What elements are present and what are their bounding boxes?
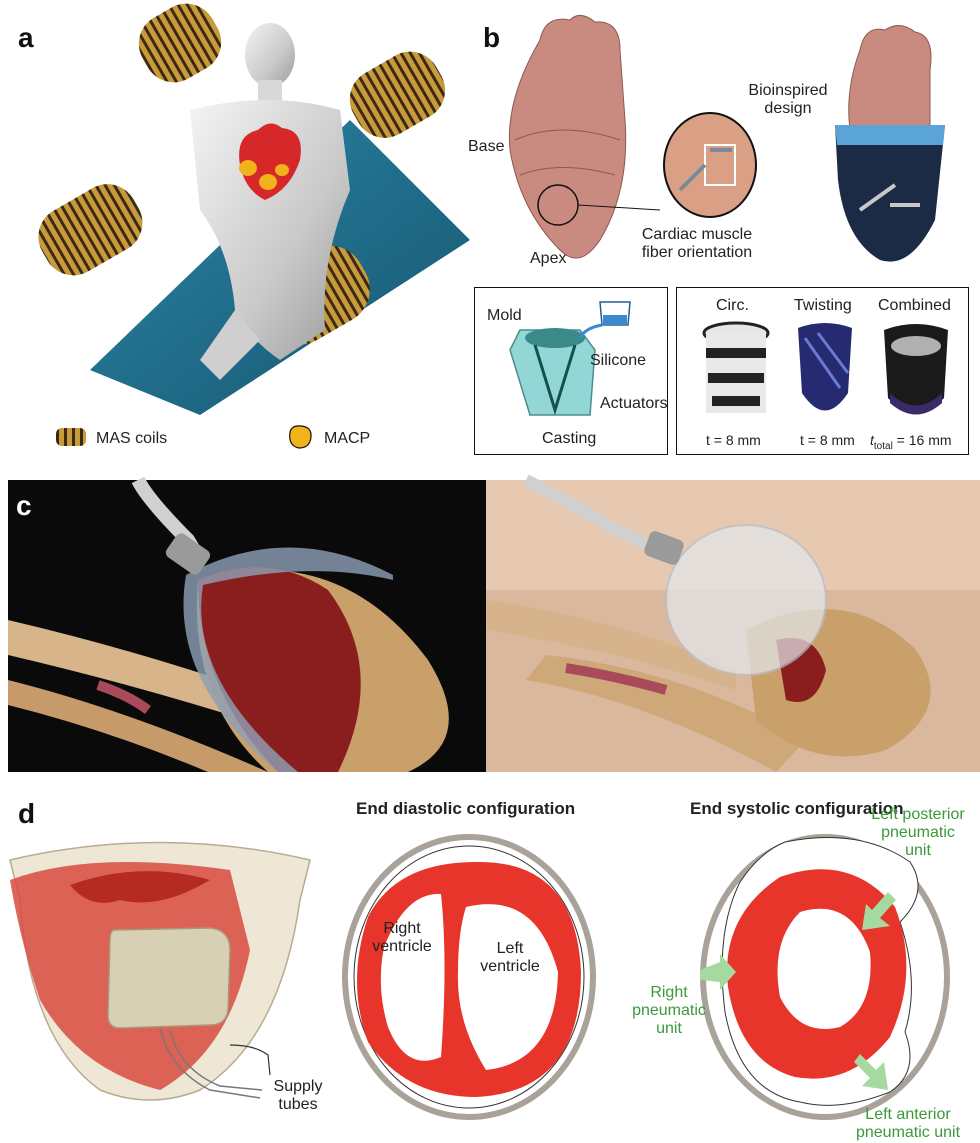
legend-mas-coils: MAS coils (96, 430, 167, 448)
lp-line-1: Left posterior (858, 806, 978, 824)
supply-line-2: tubes (258, 1096, 338, 1114)
label-actuators: Actuators (600, 395, 668, 413)
panel-c-letter: c (16, 490, 32, 522)
actuator-combined-image (876, 318, 956, 426)
label-left-ventricle: Left ventricle (470, 940, 550, 976)
label-right-pneumatic-unit: Right pneumatic unit (624, 984, 714, 1038)
label-t-circ: t = 8 mm (706, 431, 761, 449)
panel-a-illustration (20, 0, 480, 430)
label-casting: Casting (542, 430, 596, 448)
label-left-anterior-unit: Left anterior pneumatic unit (836, 1106, 980, 1142)
fiber-line-2: fiber orientation (612, 244, 782, 262)
panel-c-render-left (8, 480, 484, 772)
title-end-diastolic: End diastolic configuration (356, 800, 575, 818)
label-supply-tubes: Supply tubes (258, 1078, 338, 1114)
fiber-line-1: Cardiac muscle (612, 226, 782, 244)
label-t-twist: t = 8 mm (800, 431, 855, 449)
legend-macp: MACP (324, 430, 370, 448)
coil-legend-icon (56, 426, 88, 448)
label-silicone: Silicone (590, 352, 646, 370)
rp-line-2: pneumatic (624, 1002, 714, 1020)
label-left-posterior-unit: Left posterior pneumatic unit (858, 806, 978, 860)
la-line-1: Left anterior (836, 1106, 980, 1124)
label-twisting: Twisting (794, 297, 852, 315)
coil-top-left (128, 0, 232, 93)
systolic-diagram (700, 822, 970, 1128)
panel-c-render-right (486, 480, 980, 772)
la-line-2: pneumatic unit (836, 1124, 980, 1142)
lp-line-3: unit (858, 842, 978, 860)
actuator-twisting-image (790, 318, 860, 426)
actuator-circ-image (696, 318, 776, 426)
rv-line-1: Right (362, 920, 442, 938)
bag-device-illustration (0, 840, 320, 1110)
lv-line-2: ventricle (470, 958, 550, 976)
label-base: Base (468, 138, 504, 156)
panel-d-letter: d (18, 798, 35, 830)
label-mold: Mold (487, 307, 522, 325)
label-combined: Combined (878, 297, 951, 315)
lv-line-1: Left (470, 940, 550, 958)
rp-line-1: Right (624, 984, 714, 1002)
fiber-zoom-circle (660, 110, 760, 220)
lp-line-2: pneumatic (858, 824, 978, 842)
label-apex: Apex (530, 250, 566, 268)
t-total-value: = 16 mm (893, 432, 952, 448)
rv-line-2: ventricle (362, 938, 442, 956)
coil-left (27, 173, 153, 286)
label-t-total: ttotal = 16 mm (870, 431, 952, 456)
label-fiber-orientation: Cardiac muscle fiber orientation (612, 226, 782, 262)
label-circ: Circ. (716, 297, 749, 315)
panel-b-letter: b (483, 22, 500, 54)
heart-illustration-right (820, 20, 960, 270)
label-right-ventricle: Right ventricle (362, 920, 442, 956)
supply-line-1: Supply (258, 1078, 338, 1096)
rp-line-3: unit (624, 1020, 714, 1038)
t-total-sub: total (874, 441, 893, 452)
macp-legend-icon (286, 424, 314, 450)
diastolic-diagram (336, 822, 602, 1128)
